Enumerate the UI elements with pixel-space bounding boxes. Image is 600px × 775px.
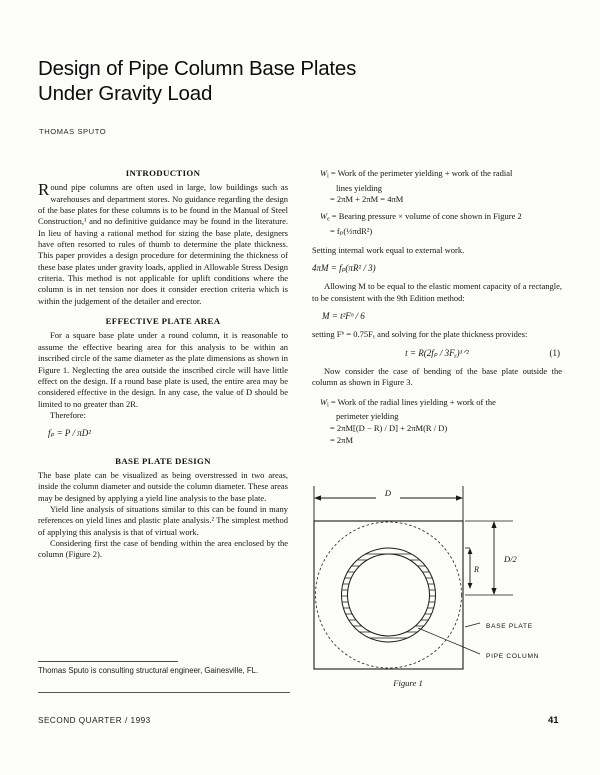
heading-base-plate-design: BASE PLATE DESIGN [115, 455, 211, 466]
external-work-symbol: W [320, 211, 328, 222]
spacer-r1 [312, 238, 562, 245]
base-plate-outline [313, 520, 464, 670]
outside-work-symbol: W [320, 396, 328, 407]
footer-issue: SECOND QUARTER / 1993 [38, 716, 151, 725]
pipe-outer-circle [341, 547, 436, 643]
external-work-text-1: = Bearing pressure × volume of cone show… [331, 211, 522, 222]
equation-bearing-pressure: fₚ = P / πD² [48, 428, 91, 439]
equation-moment-capacity: M = t²Fᵇ / 6 [322, 310, 365, 321]
internal-work-text-1: = Work of the perimeter yielding + work … [330, 168, 513, 178]
effective-plate-area-paragraph: For a square base plate under a round co… [38, 330, 288, 409]
heading-introduction: INTRODUCTION [125, 168, 201, 178]
external-work-line-1: We = Bearing pressure × volume of cone s… [320, 211, 522, 223]
title-line-2: Under Gravity Load [38, 82, 213, 105]
base-plate-design-paragraph-1: The base plate can be visualized as bein… [38, 469, 288, 503]
equation-1-body: t = R(2fₚ / 3Fᵧ)¹ᐟ² [405, 347, 469, 358]
internal-work-line-3: = 2πM + 2πM = 4πM [330, 194, 404, 205]
outside-work-line-1: Wi = Work of the radial lines yielding +… [320, 396, 496, 408]
external-work-block: We = Bearing pressure × volume of cone s… [320, 211, 562, 237]
setting-fb-paragraph: setting Fᵇ = 0.75Fᵧ and solving for the … [312, 329, 528, 340]
external-work-line-2: = fₚ(⅓πdR²) [330, 225, 373, 236]
outside-work-line-2: perimeter yielding [336, 411, 399, 422]
internal-work-line-1: Wi = Work of the perimeter yielding + wo… [320, 168, 513, 180]
arrow-bottom [491, 588, 497, 595]
figure-1: D [308, 482, 570, 692]
intro-paragraph-text: ound pipe columns are often used in larg… [38, 182, 288, 306]
figure-1-drawing: D [313, 486, 539, 670]
dim-label-d: D [384, 488, 392, 498]
base-plate-design-paragraph-2: Yield line analysis of situations simila… [38, 503, 288, 537]
pipe-inner-circle [347, 553, 430, 637]
base-plate-design-paragraph-3: Considering first the case of bending wi… [38, 537, 288, 560]
leader-pipe-column [417, 627, 481, 655]
internal-work-symbol: W [320, 168, 328, 178]
now-consider-paragraph: Now consider the case of bending of the … [312, 365, 562, 388]
footnote-rule [38, 661, 178, 662]
drop-cap: R [38, 180, 50, 200]
leader-base-plate [464, 622, 481, 628]
equation-1: t = R(2fₚ / 3Fᵧ)¹ᐟ² (1) [312, 348, 562, 359]
footnote-text: Thomas Sputo is consulting structural en… [38, 666, 259, 675]
arrow-right-d [456, 495, 463, 501]
equation-1-number: (1) [549, 347, 561, 358]
outside-work-line-4: = 2πM [330, 434, 354, 445]
arrow-r-bottom [467, 583, 473, 589]
outside-work-block: Wi = Work of the radial lines yielding +… [320, 397, 562, 447]
right-column: Wi = Work of the perimeter yielding + wo… [312, 168, 562, 446]
dim-label-d-half: D/2 [503, 554, 518, 564]
equation-work-balance: 4πM = fₚ(πR² / 3) [312, 262, 376, 273]
arrow-r-top [467, 548, 473, 554]
heading-effective-plate-area: EFFECTIVE PLATE AREA [105, 316, 221, 327]
outside-work-line-3: = 2πM[(D − R) / D] + 2πM(R / D) [330, 423, 448, 434]
arrow-left-d [314, 495, 321, 501]
label-pipe-column: PIPE COLUMN [486, 653, 539, 660]
label-base-plate: BASE PLATE [486, 623, 533, 630]
spacer-2 [38, 447, 288, 456]
internal-work-block: Wi = Work of the perimeter yielding + wo… [320, 168, 562, 206]
footer-rule [38, 692, 290, 693]
figure-1-caption: Figure 1 [393, 678, 423, 688]
title-line-1: Design of Pipe Column Base Plates [38, 57, 357, 80]
footer-page-number: 41 [548, 715, 559, 726]
arrow-top [491, 521, 497, 528]
allowing-moment-paragraph: Allowing M to be equal to the elastic mo… [312, 281, 562, 303]
internal-work-line-2: lines yielding [336, 182, 383, 193]
author-byline: THOMAS SPUTO [39, 127, 107, 136]
dim-label-r: R [473, 565, 479, 574]
therefore-label: Therefore: [50, 409, 86, 420]
spacer [38, 307, 288, 316]
outside-work-text-1: = Work of the radial lines yielding + wo… [330, 396, 496, 407]
inscribed-circle [315, 521, 462, 669]
page-title: Design of Pipe Column Base Plates Under … [38, 56, 458, 106]
setting-work-text: Setting internal work equal to external … [312, 244, 465, 255]
